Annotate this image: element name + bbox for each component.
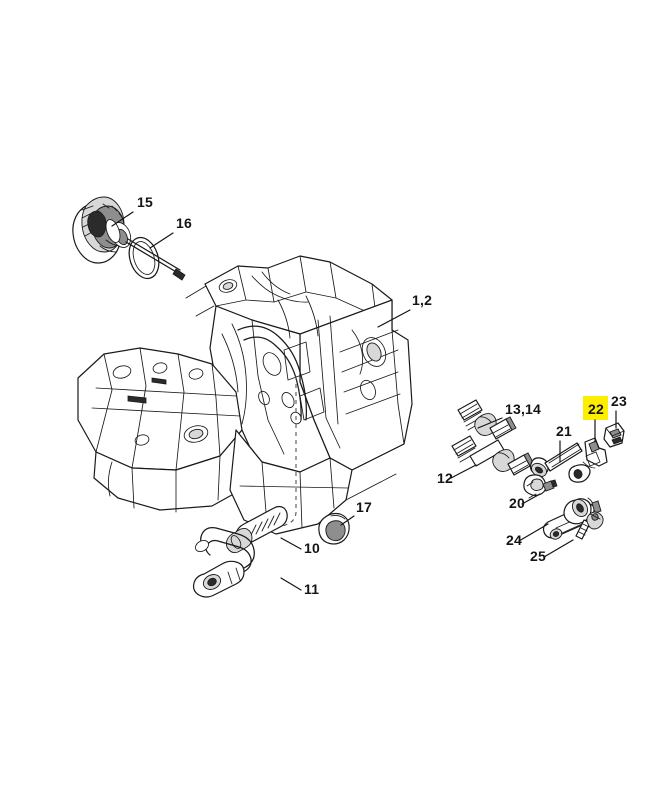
part-24-chain-catcher-bracket[interactable] xyxy=(542,497,602,542)
part-17-rubber-plug[interactable] xyxy=(318,512,350,545)
part-22-switch-lever-bracket[interactable] xyxy=(568,437,608,483)
highlight-box-part-22 xyxy=(583,396,608,420)
assembly-axis-dashed-line xyxy=(267,376,297,533)
part-12-collar-stud-long[interactable] xyxy=(451,435,535,476)
part-16-o-ring[interactable] xyxy=(124,234,164,283)
leader-13-14 xyxy=(477,417,503,429)
callout-label-22: 22 xyxy=(588,401,604,417)
leader-12 xyxy=(450,464,477,479)
callout-label-10: 10 xyxy=(304,540,320,556)
leader-15 xyxy=(111,211,134,227)
callout-label-13-14: 13,14 xyxy=(505,401,541,417)
callout-label-24: 24 xyxy=(506,532,522,548)
part-21-pan-head-screw[interactable] xyxy=(529,442,583,479)
leader-20 xyxy=(521,493,541,505)
callout-label-16: 16 xyxy=(176,215,192,231)
callout-label-17: 17 xyxy=(356,499,372,515)
callout-label-20: 20 xyxy=(509,495,525,511)
callout-label-11: 11 xyxy=(304,581,319,597)
leader-25 xyxy=(543,539,574,558)
callout-label-12: 12 xyxy=(437,470,453,486)
part-15-oil-tank-cap-assembly[interactable] xyxy=(72,196,186,281)
callout-label-25: 25 xyxy=(530,548,546,564)
part-20-nut-spacer[interactable] xyxy=(523,474,558,499)
part-23-terminal-clip[interactable] xyxy=(603,422,625,448)
part-13-14-collar-stud-short[interactable] xyxy=(457,399,517,440)
callout-label-21: 21 xyxy=(556,423,572,439)
leader-17 xyxy=(340,515,355,526)
part-1-2-crankcase-housing[interactable] xyxy=(77,255,413,535)
leader-lines xyxy=(111,211,617,591)
leader-24 xyxy=(518,523,549,542)
leader-11 xyxy=(280,577,302,591)
part-11-oil-hose-assembly[interactable] xyxy=(192,527,255,598)
callout-label-15: 15 xyxy=(137,194,153,210)
leader-1-2 xyxy=(377,309,411,328)
part-25-hex-head-bolt[interactable] xyxy=(575,511,604,540)
leader-10 xyxy=(280,537,302,550)
callout-label-23: 23 xyxy=(611,393,627,409)
callout-label-1-2: 1,2 xyxy=(412,292,432,308)
leader-16 xyxy=(149,232,174,249)
